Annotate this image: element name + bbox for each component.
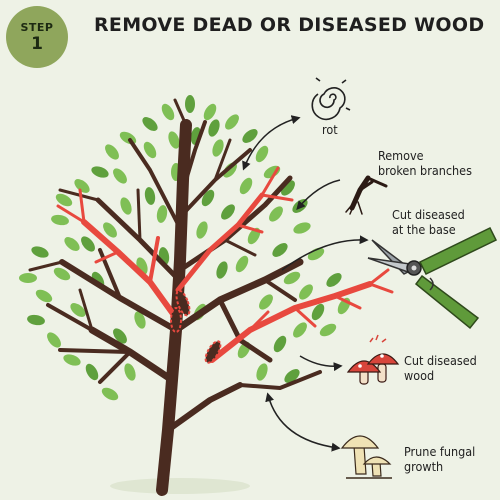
leaf [161,103,175,121]
leaf [307,247,325,261]
leaf [196,221,208,239]
leaf [235,255,249,273]
cut-at-base-label: Cut diseased at the base [392,207,465,237]
leaf [31,246,49,258]
leaf [35,289,53,303]
leaf [55,193,73,207]
leaf [203,103,217,121]
leaf [201,189,215,207]
leaf [293,322,307,338]
leaf [74,179,90,193]
pruning-shears-icon [367,227,498,330]
leaf [134,311,146,329]
leaf [212,139,224,157]
leaf [47,332,61,348]
leaf [256,363,268,381]
ground-shadow [110,478,250,494]
leaf [269,206,283,222]
leaf [185,95,195,113]
leaf [283,271,301,285]
leaf [216,261,228,279]
leaf [293,222,311,234]
leaf [51,214,69,226]
step-badge: STEP 1 [6,6,68,68]
leaf [119,131,137,145]
leaf [208,119,220,137]
leaf [120,197,132,215]
leaf [221,204,235,220]
tree-structure [28,98,322,496]
leaf [319,323,337,337]
leaf [101,387,119,401]
leaf [53,267,71,281]
leaf [105,144,119,160]
leaf [225,114,239,130]
rot-spiral-icon [311,77,351,121]
leaf [124,363,136,381]
broken-branch-icon [345,175,388,215]
leaf [144,187,156,205]
leaf [63,354,81,366]
leaf [142,117,158,131]
leaf [284,369,300,383]
leaf [299,284,313,300]
leaf [273,335,287,353]
leaf [143,141,157,159]
rot-label: rot [322,122,338,137]
leaf [272,243,288,257]
leaf [27,314,45,326]
cut-markers [170,289,222,364]
fungal-mushrooms-icon [340,435,392,479]
leaf [64,237,80,251]
page-title: REMOVE DEAD OR DISEASED WOOD [94,14,485,36]
leaf [259,294,273,310]
leaf [242,129,258,143]
leaf [103,222,117,238]
broken-branches-label: Remove broken branches [378,148,472,178]
leaf [81,236,95,252]
red-mushrooms-icon [346,334,400,385]
leaf [281,180,295,196]
diseased-branches [56,166,394,363]
leaf [19,273,37,283]
leaf [311,303,325,321]
leaf [239,177,253,195]
leaf [113,168,127,184]
leaf [156,205,168,223]
leaf [70,303,86,317]
callout-arrows [242,115,369,452]
leaf [85,363,99,381]
step-number: 1 [31,33,43,54]
cut-diseased-wood-label: Cut diseased wood [404,353,477,383]
step-label: STEP [20,20,54,34]
prune-fungal-label: Prune fungal growth [404,444,476,474]
leaf [326,273,342,287]
leaf [168,131,180,149]
leaf [113,328,127,344]
leaf [91,166,109,178]
